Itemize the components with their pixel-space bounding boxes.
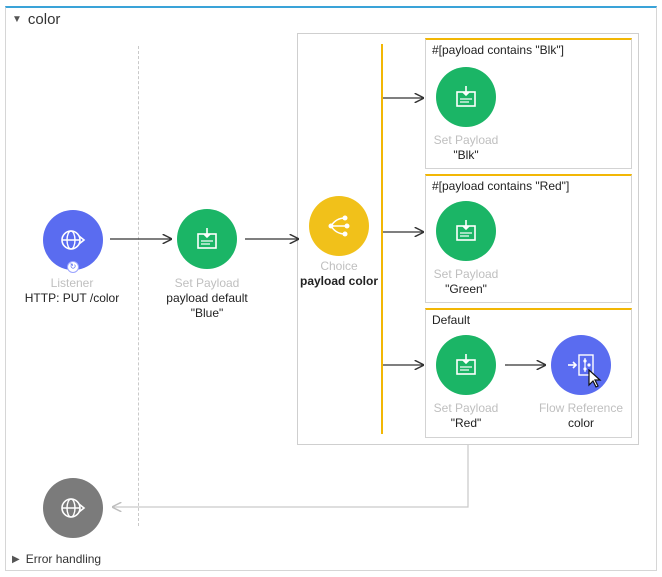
set-payload-blk-node[interactable] (436, 67, 496, 127)
flow-reference-icon (568, 354, 594, 376)
listener-label: Listener HTTP: PUT /color (7, 276, 137, 306)
route-condition: Default (432, 313, 471, 327)
set-payload-default-label: Set Payload payload default "Blue" (142, 276, 272, 321)
globe-arrow-icon (61, 498, 86, 518)
component-type: Listener (50, 276, 94, 290)
error-handling-toggle[interactable]: ▶ Error handling (12, 552, 101, 566)
set-payload-red-label: Set Payload "Red" (401, 401, 531, 431)
triangle-down-icon[interactable]: ▼ (12, 14, 22, 25)
choice-router-bar (381, 44, 383, 434)
component-value: payload color (299, 274, 379, 288)
flow-reference-node[interactable] (551, 335, 611, 395)
set-payload-icon (456, 220, 476, 241)
route-condition: #[payload contains "Blk"] (432, 43, 564, 57)
component-value: "Green" (445, 282, 487, 296)
globe-arrow-icon (61, 230, 86, 250)
set-payload-green-node[interactable] (436, 201, 496, 261)
choice-branch-icon (328, 215, 350, 237)
set-payload-default-node[interactable] (177, 209, 237, 269)
source-divider (138, 46, 139, 526)
component-type: Choice (320, 259, 358, 273)
set-payload-icon (456, 354, 476, 375)
component-value: "Blue" (190, 306, 224, 320)
set-payload-green-label: Set Payload "Green" (401, 267, 531, 297)
component-value: "Blk" (453, 148, 479, 162)
flow-reference-label: Flow Reference color (516, 401, 646, 431)
component-value: payload default (166, 291, 248, 305)
component-type: Flow Reference (538, 401, 624, 415)
mouse-cursor-icon (588, 369, 602, 388)
error-handling-label: Error handling (25, 552, 102, 566)
component-type: Set Payload (433, 401, 499, 415)
route-condition: #[payload contains "Red"] (432, 179, 570, 193)
flow-header[interactable]: ▼ color (12, 11, 60, 28)
choice-label: Choice payload color (274, 259, 404, 289)
flow-name: color (27, 11, 61, 28)
triangle-right-icon[interactable]: ▶ (12, 553, 20, 565)
set-payload-icon (197, 228, 217, 249)
set-payload-red-node[interactable] (436, 335, 496, 395)
component-type: Set Payload (433, 267, 499, 281)
component-type: Set Payload (433, 133, 499, 147)
set-payload-blk-label: Set Payload "Blk" (401, 133, 531, 163)
component-value: color (567, 416, 594, 430)
response-node[interactable] (43, 478, 103, 538)
component-value: HTTP: PUT /color (24, 291, 120, 305)
choice-node[interactable] (309, 196, 369, 256)
component-type: Set Payload (174, 276, 240, 290)
listener-node[interactable] (43, 210, 103, 270)
set-payload-icon (456, 86, 476, 107)
component-value: "Red" (450, 416, 482, 430)
sync-icon: ↻ (67, 261, 79, 273)
